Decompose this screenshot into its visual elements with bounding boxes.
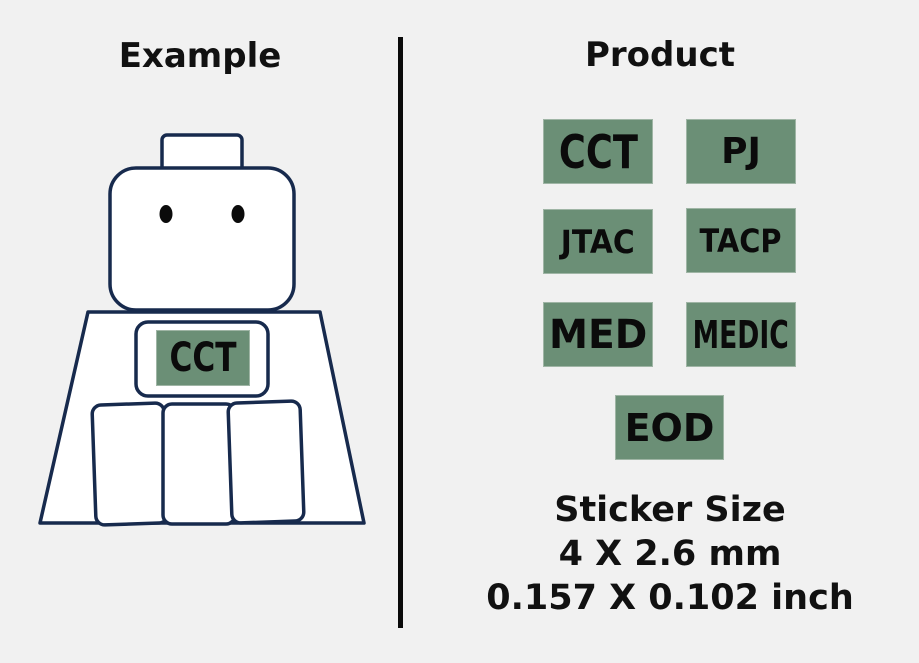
- pouch-right: [226, 399, 306, 525]
- chest-sticker-label: CCT: [169, 335, 237, 381]
- sticker-jtac-label: JTAC: [561, 222, 635, 261]
- vertical-divider: [398, 37, 403, 628]
- sticker-cct-label: CCT: [558, 124, 638, 179]
- sticker-size-mm: 4 X 2.6 mm: [558, 534, 782, 574]
- chest-sticker: CCT: [156, 330, 250, 386]
- pouch-left: [90, 401, 170, 527]
- pouch-middle: [161, 402, 237, 526]
- sticker-medic: MEDIC: [686, 302, 796, 367]
- sticker-eod: EOD: [615, 395, 724, 460]
- sticker-eod-label: EOD: [624, 405, 715, 450]
- right-eye: [231, 205, 245, 223]
- sticker-tacp: TACP: [686, 208, 796, 273]
- sticker-pj-label: PJ: [721, 130, 761, 172]
- product-heading: Product: [585, 35, 735, 75]
- left-eye: [159, 205, 173, 223]
- sticker-size-title: Sticker Size: [554, 490, 786, 530]
- sticker-pj: PJ: [686, 119, 796, 184]
- sticker-jtac: JTAC: [543, 209, 653, 274]
- head-shape: [108, 166, 296, 312]
- example-heading: Example: [118, 36, 282, 76]
- sticker-medic-label: MEDIC: [692, 312, 790, 357]
- sticker-tacp-label: TACP: [700, 221, 782, 260]
- sticker-cct: CCT: [543, 119, 653, 184]
- sticker-size-inch: 0.157 X 0.102 inch: [486, 578, 854, 618]
- sticker-med: MED: [543, 302, 653, 367]
- sticker-med-label: MED: [548, 311, 648, 358]
